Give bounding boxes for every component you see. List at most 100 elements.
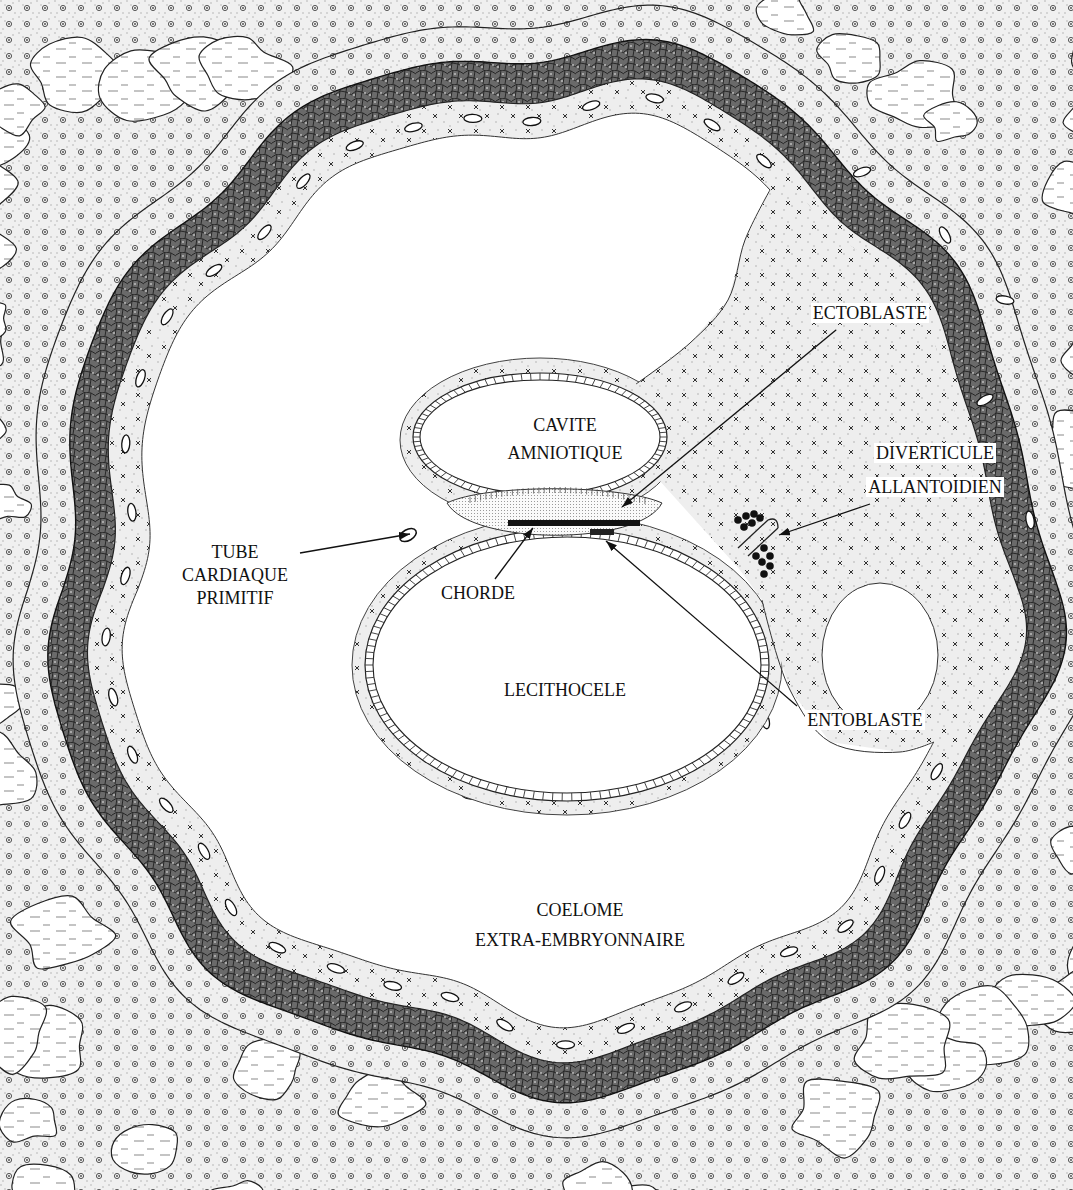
embryonic-disc	[447, 489, 662, 536]
blood-vessel	[873, 865, 887, 885]
blood-lacuna	[792, 1079, 880, 1158]
blood-lacuna	[1061, 322, 1073, 381]
germ-cell	[766, 562, 774, 570]
leader-lines	[300, 330, 870, 706]
leader-line	[622, 330, 836, 507]
germ-cell	[742, 512, 750, 520]
epithelium-outer	[365, 529, 769, 801]
blood-lacuna	[0, 1099, 57, 1143]
structure-label: CAVITE AMNIOTIQUE	[435, 411, 695, 467]
blood-vessel	[326, 962, 346, 975]
blood-vessel	[645, 92, 664, 104]
leader-line	[779, 504, 870, 535]
germ-cell	[766, 552, 774, 560]
blood-vessel	[345, 139, 365, 153]
blood-vessel	[440, 991, 460, 1004]
epithelium-outer	[413, 373, 667, 501]
germ-cell	[758, 558, 766, 566]
stalk-edge	[636, 190, 770, 384]
blood-vessel	[157, 796, 175, 815]
blood-lacuna	[0, 84, 45, 136]
blood-lacuna	[12, 1164, 76, 1190]
blood-vessel	[464, 114, 482, 122]
blood-vessel	[159, 307, 175, 326]
germ-cell	[752, 552, 760, 560]
blood-vessel	[836, 918, 855, 935]
blood-vessel	[852, 165, 872, 179]
blood-vessel	[937, 225, 953, 245]
germ-cell	[760, 570, 768, 578]
epithelium-inner	[373, 537, 761, 793]
syncytiotrophoblast	[13, 5, 1073, 1138]
leader-line	[495, 528, 533, 579]
ectoblast-cells	[470, 487, 645, 504]
blood-vessel	[196, 841, 212, 861]
blood-vessel	[557, 1041, 575, 1049]
blood-vessel	[267, 940, 287, 955]
structure-label: ENTOBLASTE	[735, 709, 995, 731]
blood-vessel	[495, 1017, 515, 1033]
blood-vessel	[404, 121, 423, 133]
blood-lacuna	[0, 396, 6, 460]
blood-lacuna	[0, 484, 31, 520]
label-text: LECITHOCELE	[502, 680, 628, 700]
blood-lacuna	[0, 996, 47, 1074]
structure-label: ECTOBLASTE	[740, 302, 1000, 324]
blood-vessel	[383, 980, 402, 992]
notochord	[508, 520, 640, 526]
blood-vessel	[581, 99, 601, 112]
entoblast-cells	[590, 529, 614, 535]
yolk-sac	[365, 529, 769, 801]
label-text: ECTOBLASTE	[811, 303, 930, 323]
cell-walls	[413, 373, 667, 501]
label-text: TUBE CARDIAQUE PRIMITIF	[180, 542, 290, 608]
amnion	[413, 373, 667, 501]
blood-lacuna	[1042, 161, 1073, 216]
blood-vessel	[523, 117, 542, 126]
blood-vessel	[1024, 510, 1035, 529]
germ-cell	[740, 523, 748, 531]
structure-label: DIVERTICULE ALLANTOIDIEN	[805, 436, 1065, 504]
label-text: CAVITE AMNIOTIQUE	[506, 415, 625, 463]
blood-vessel	[204, 262, 223, 279]
blood-lacuna	[10, 896, 115, 970]
blood-lacuna	[924, 102, 978, 142]
blood-lacuna	[111, 1125, 177, 1174]
blood-lacuna	[1051, 826, 1073, 873]
blood-vessel	[255, 223, 273, 242]
blood-vessel	[119, 566, 132, 586]
cytotrophoblast	[48, 40, 1067, 1103]
structure-label: CHORDE	[348, 582, 608, 604]
leader-line	[300, 534, 410, 553]
blood-lacuna	[1071, 39, 1073, 75]
blood-vessel	[223, 898, 239, 918]
blood-vessel	[616, 1021, 636, 1035]
germ-cell	[756, 514, 764, 522]
blood-vessel	[134, 368, 147, 388]
vessels	[101, 92, 1036, 1048]
blood-lacuna	[1063, 93, 1073, 139]
cell-walls	[365, 529, 769, 801]
blood-vessel	[995, 294, 1014, 305]
coelom-pocket	[822, 583, 938, 727]
structure-label: LECITHOCELE	[435, 679, 695, 701]
allantoic-diverticulum	[738, 519, 778, 556]
blood-vessel	[294, 172, 312, 191]
label-text: ENTOBLASTE	[805, 710, 925, 730]
label-text: CHORDE	[439, 583, 517, 603]
label-text: COELOME EXTRA-EMBRYONNAIRE	[473, 900, 687, 950]
yolk-sac-mesoderm	[352, 515, 782, 815]
blood-vessel	[127, 503, 137, 522]
blood-lacuna	[0, 221, 16, 274]
blood-vessel	[726, 970, 745, 986]
blood-lacuna	[563, 1162, 633, 1190]
blood-vessel	[107, 687, 120, 706]
structure-label: TUBE CARDIAQUE PRIMITIF	[105, 541, 365, 610]
label-text: DIVERTICULE ALLANTOIDIEN	[866, 443, 1004, 497]
